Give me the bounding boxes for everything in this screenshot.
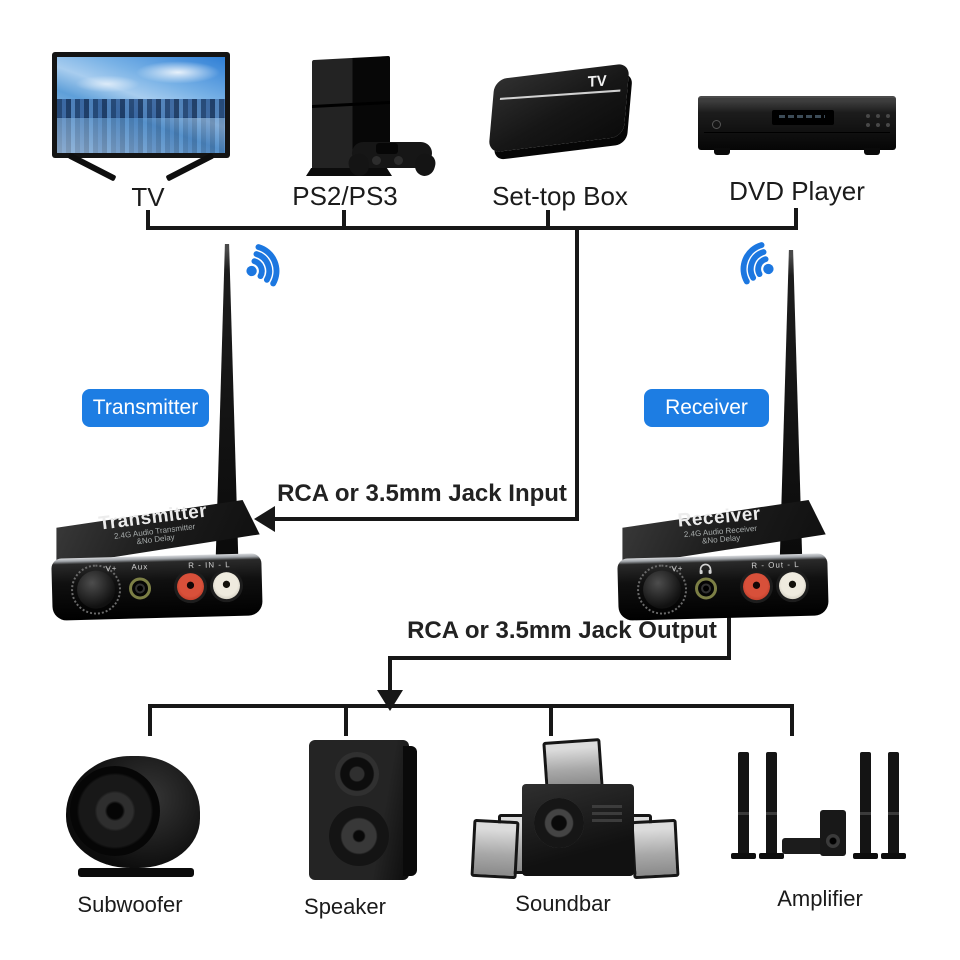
- bottom-tick-soundbar: [549, 704, 553, 736]
- dvd-display: [772, 110, 834, 125]
- soundbar-image: [470, 738, 680, 885]
- speaker-side-panel: [403, 746, 417, 876]
- speaker-label: Speaker: [304, 894, 386, 919]
- transmitter-aux-label: Aux: [131, 562, 149, 572]
- dvd-body: [698, 96, 896, 150]
- gamepad: [346, 134, 438, 180]
- input-arrowhead-icon: [254, 506, 275, 532]
- soundbar-subwoofer: [522, 784, 634, 876]
- amp-subwoofer: [820, 810, 846, 856]
- transmitter-tag: Transmitter: [82, 389, 209, 427]
- transmitter-tag-text: Transmitter: [92, 396, 199, 419]
- settop-box-logo: TV: [587, 72, 607, 91]
- amp-tower-1: [731, 752, 756, 859]
- tv-skyline: [57, 99, 225, 119]
- amp-tower-3: [853, 752, 878, 859]
- wifi-signal-icon-left: [246, 244, 280, 287]
- receiver-rca-red-jack: [742, 572, 771, 601]
- settop-box-stripe: [499, 89, 621, 100]
- speaker-cabinet: [309, 740, 417, 880]
- tv-skyline-reflection: [57, 117, 225, 153]
- input-horizontal-line: [272, 517, 579, 521]
- top-bus-line: [146, 226, 798, 230]
- amp-tower-2: [759, 752, 784, 859]
- transmitter-rca-red-jack: [176, 572, 205, 601]
- bottom-tick-subwoofer: [148, 704, 152, 736]
- subwoofer-base: [78, 868, 194, 877]
- bottom-bus-line: [148, 704, 794, 708]
- dvd-player-image: [698, 96, 896, 166]
- headphone-icon: [699, 563, 712, 575]
- tv-image: [52, 52, 230, 182]
- transmitter-rca-white-jack: [212, 571, 241, 600]
- amp-tower-4: [881, 752, 906, 859]
- transmitter-rca-labels: R - IN - L: [188, 560, 231, 571]
- input-drop-line: [575, 226, 579, 521]
- transmitter-front-panel: V+ Aux R - IN - L: [51, 553, 263, 621]
- receiver-headphone-jack: [694, 577, 718, 600]
- output-drop-line: [727, 596, 731, 660]
- console-label: PS2/PS3: [292, 181, 398, 211]
- receiver-volume-label: V+: [671, 564, 684, 574]
- settop-box-body: TV: [488, 63, 630, 153]
- tv-frame: [52, 52, 230, 158]
- dvd-power-button: [712, 120, 721, 129]
- output-horizontal-line: [388, 656, 731, 660]
- receiver-front-panel: V+ R - Out - L: [617, 553, 829, 621]
- gamepad-stick-right: [394, 156, 403, 165]
- amplifier-image: [724, 752, 909, 870]
- receiver-tag-text: Receiver: [665, 396, 748, 419]
- receiver-device: Receiver 2.4G Audio Receiver &No Delay V…: [616, 494, 831, 624]
- speaker-image: [303, 740, 423, 885]
- output-connection-label: RCA or 3.5mm Jack Output: [407, 617, 717, 644]
- receiver-rca-white-jack: [778, 571, 807, 600]
- dvd-label: DVD Player: [729, 176, 865, 206]
- wifi-signal-icon-right: [740, 242, 774, 285]
- dvd-foot-right: [864, 148, 880, 155]
- console-stand: [306, 168, 392, 176]
- game-console-image: [298, 55, 440, 182]
- top-tick-console: [342, 210, 346, 228]
- soundbar-sub-cone: [534, 798, 584, 848]
- bottom-tick-speaker: [344, 704, 348, 736]
- settop-label: Set-top Box: [492, 181, 628, 211]
- speaker-tweeter: [335, 752, 379, 796]
- soundbar-satellite-right1: [630, 818, 680, 880]
- receiver-tag: Receiver: [644, 389, 769, 427]
- speaker-woofer: [329, 806, 389, 866]
- top-tick-dvd: [794, 208, 798, 228]
- dvd-foot-left: [714, 148, 730, 155]
- dvd-buttons: [866, 114, 870, 118]
- output-down-line: [388, 656, 392, 692]
- receiver-volume-knob: [642, 570, 682, 610]
- receiver-top-print: Receiver 2.4G Audio Receiver &No Delay: [629, 500, 812, 552]
- subwoofer-image: [66, 750, 206, 880]
- settop-box-image: TV: [487, 62, 635, 164]
- receiver-rca-labels: R - Out - L: [751, 559, 800, 571]
- soundbar-label: Soundbar: [515, 891, 611, 916]
- subwoofer-cone: [70, 766, 160, 856]
- transmitter-volume-knob: [76, 570, 116, 610]
- tv-screen: [57, 57, 225, 153]
- top-tick-tv: [146, 210, 150, 228]
- gamepad-touchpad: [376, 143, 398, 154]
- transmitter-aux-jack: [128, 577, 152, 600]
- soundbar-controls: [592, 802, 622, 822]
- subwoofer-label: Subwoofer: [77, 892, 183, 917]
- gamepad-stick-left: [372, 156, 381, 165]
- dvd-tray-line: [704, 132, 890, 133]
- amplifier-label: Amplifier: [777, 886, 863, 911]
- input-connection-label: RCA or 3.5mm Jack Input: [277, 480, 567, 507]
- top-tick-settop: [546, 210, 550, 228]
- tv-label: TV: [131, 182, 165, 212]
- transmitter-device: Transmitter 2.4G Audio Transmitter &No D…: [50, 494, 265, 624]
- bottom-tick-amplifier: [790, 704, 794, 736]
- soundbar-satellite-left1: [470, 818, 520, 880]
- transmitter-volume-label: V+: [105, 564, 118, 574]
